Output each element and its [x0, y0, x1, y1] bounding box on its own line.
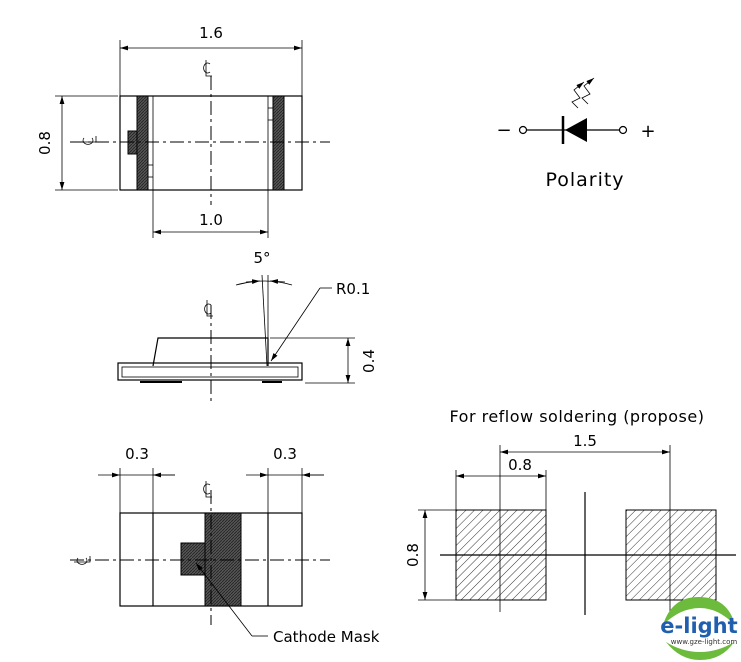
- logo-brand: e-light: [660, 614, 737, 638]
- bottom-view: 0.3 0.3 Cathode Mask: [70, 445, 380, 646]
- centerline-icon: [203, 60, 212, 77]
- height-dim-label: 0.8: [36, 131, 54, 155]
- top-view: 1.6 0.8 1.0 CL: [36, 24, 330, 238]
- solder-pad-layout: For reflow soldering (propose) 1.5 0.8 0…: [404, 407, 736, 615]
- left-dim-label: 0.3: [125, 445, 149, 463]
- centerline-icon: [80, 136, 97, 145]
- polarity-label: Polarity: [545, 169, 624, 191]
- inner-dim-label: 1.0: [199, 211, 223, 229]
- polarity-symbol: − + Polarity: [496, 77, 656, 191]
- logo-url: www.gze-light.com: [671, 638, 738, 646]
- width-dim-label: 1.6: [199, 24, 223, 42]
- side-view: 5° R0.1 0.4: [117, 249, 378, 405]
- pad-width-dim-label: 0.8: [508, 456, 532, 474]
- cathode-mask-label: Cathode Mask: [273, 628, 380, 646]
- minus-label: −: [496, 120, 511, 141]
- e-light-logo: e-light www.gze-light.com: [660, 596, 738, 660]
- plus-label: +: [640, 121, 655, 142]
- pad-height-dim-label: 0.8: [404, 543, 422, 567]
- radius-dim-label: R0.1: [336, 280, 370, 298]
- height-dim-label: 0.4: [360, 349, 378, 373]
- angle-dim-label: 5°: [253, 249, 270, 267]
- right-dim-label: 0.3: [273, 445, 297, 463]
- solder-title: For reflow soldering (propose): [450, 407, 705, 426]
- pitch-dim-label: 1.5: [573, 432, 597, 450]
